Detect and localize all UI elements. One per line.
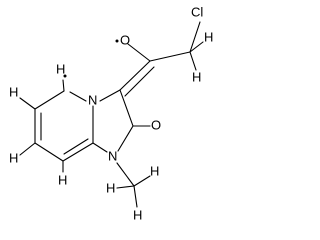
- bond-c2-n1: [117, 125, 134, 152]
- atom-h-left1: H: [9, 84, 18, 99]
- atom-h-top: H: [56, 61, 65, 76]
- bond-c5-c6: [34, 90, 65, 110]
- atom-cl: Cl: [191, 4, 203, 19]
- atom-h-ch2-top: H: [204, 29, 213, 44]
- bond-n1-c8a: [92, 142, 108, 153]
- radical-dot-carbon: [63, 74, 67, 78]
- atom-h-left2: H: [9, 150, 18, 165]
- bond-ch3-h2: [133, 175, 151, 187]
- bond-c5-h: [62, 79, 65, 92]
- atom-h-me3: H: [133, 207, 142, 222]
- atom-h-ch2-bottom: H: [192, 69, 201, 84]
- bond-c7-h: [19, 142, 36, 156]
- bond-n4-c5: [69, 91, 87, 102]
- radical-dot-oxygen: [115, 39, 119, 43]
- atom-o-carbonyl: O: [151, 117, 161, 132]
- bond-cexo-o: [127, 43, 151, 62]
- bond-ch3-h3: [133, 185, 138, 208]
- bonds: [19, 21, 204, 208]
- bond-c8-c8a-double: [63, 138, 89, 155]
- bond-c6-h: [19, 97, 36, 110]
- bond-ch2-h-top: [189, 41, 204, 53]
- atom-h-bottom: H: [58, 172, 67, 187]
- bond-ch2-h-bottom: [189, 51, 197, 71]
- atom-n-methyl: N: [108, 148, 117, 163]
- bond-c3-c2: [119, 89, 134, 127]
- atom-h-me2: H: [150, 163, 159, 178]
- bond-c7-c8: [34, 142, 64, 162]
- bond-ch2-cl: [189, 21, 201, 53]
- bond-ch3-h1: [116, 185, 135, 189]
- bond-n1-ch3: [116, 162, 135, 187]
- bond-n4-c3: [99, 89, 121, 102]
- atom-n-ring: N: [88, 92, 97, 107]
- atom-labels: Cl O O N N H H H H H H H H H: [9, 4, 213, 222]
- bond-c8-c8a: [62, 142, 94, 162]
- bond-c3-cexo: [119, 60, 151, 91]
- bond-cexo-ch2: [149, 51, 191, 62]
- molecule-structure-diagram: Cl O O N N H H H H H H H H H: [9, 4, 213, 222]
- atom-h-me1: H: [106, 180, 115, 195]
- bond-c3-cexo-double: [124, 66, 155, 97]
- atom-o-radical: O: [120, 32, 130, 47]
